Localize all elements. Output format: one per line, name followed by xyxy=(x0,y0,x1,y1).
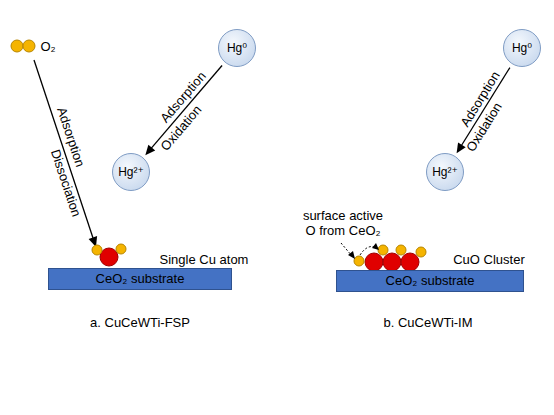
substrate-label: CeO₂ substrate xyxy=(386,274,475,288)
reaction-arrow xyxy=(457,68,510,154)
substrate-rect xyxy=(337,271,524,292)
copper-atom xyxy=(401,253,419,271)
oxygen-atom xyxy=(92,245,102,255)
panel-caption: b. CuCeWTi-IM xyxy=(383,315,472,330)
oxygen-atom xyxy=(23,40,35,52)
substrate-rect xyxy=(49,269,232,290)
atom-circle xyxy=(113,154,150,191)
reaction-arrow xyxy=(145,65,222,155)
arrow-head xyxy=(145,145,155,156)
substrate-band: CeO₂ substrate xyxy=(48,268,232,290)
oxygen-atom xyxy=(116,244,126,254)
oxygen-atom xyxy=(416,247,426,257)
substrate-label: CeO₂ substrate xyxy=(96,272,185,286)
panel-caption: a. CuCeWTi-FSP xyxy=(90,315,190,330)
mercury-ion: Hg²⁺ xyxy=(112,153,150,191)
molecule-label: O₂ xyxy=(40,39,55,54)
species-label: Hg⁰ xyxy=(227,41,247,55)
arrow-head xyxy=(372,243,379,250)
mercury-atom: Hg⁰ xyxy=(503,29,541,67)
copper-atom xyxy=(365,253,383,271)
mercury-ion: Hg²⁺ xyxy=(426,153,464,191)
atom-circle xyxy=(219,30,256,67)
arrow-head xyxy=(348,251,355,259)
species-label: Hg²⁺ xyxy=(432,165,458,179)
substrate-band: CeO₂ substrate xyxy=(336,270,524,292)
species-label: Hg²⁺ xyxy=(118,165,144,179)
atom-circle xyxy=(504,30,541,67)
atom-circle xyxy=(427,154,464,191)
oxygen-atom xyxy=(354,256,364,266)
mercury-atom: Hg⁰ xyxy=(218,29,256,67)
oxygen-atom xyxy=(11,40,23,52)
copper-atom xyxy=(100,248,118,266)
part-label: CuO Cluster xyxy=(453,252,525,267)
oxygen-atom xyxy=(378,245,388,255)
arrow-head xyxy=(457,142,466,153)
arrow-line xyxy=(150,65,222,149)
copper-atom xyxy=(383,253,401,271)
note-text: surface active O from CeO₂ xyxy=(300,208,386,238)
part-label: Single Cu atom xyxy=(160,252,249,267)
adsorption-arrow xyxy=(34,60,93,238)
oxygen-atom xyxy=(396,245,406,255)
species-label: Hg⁰ xyxy=(512,41,532,55)
